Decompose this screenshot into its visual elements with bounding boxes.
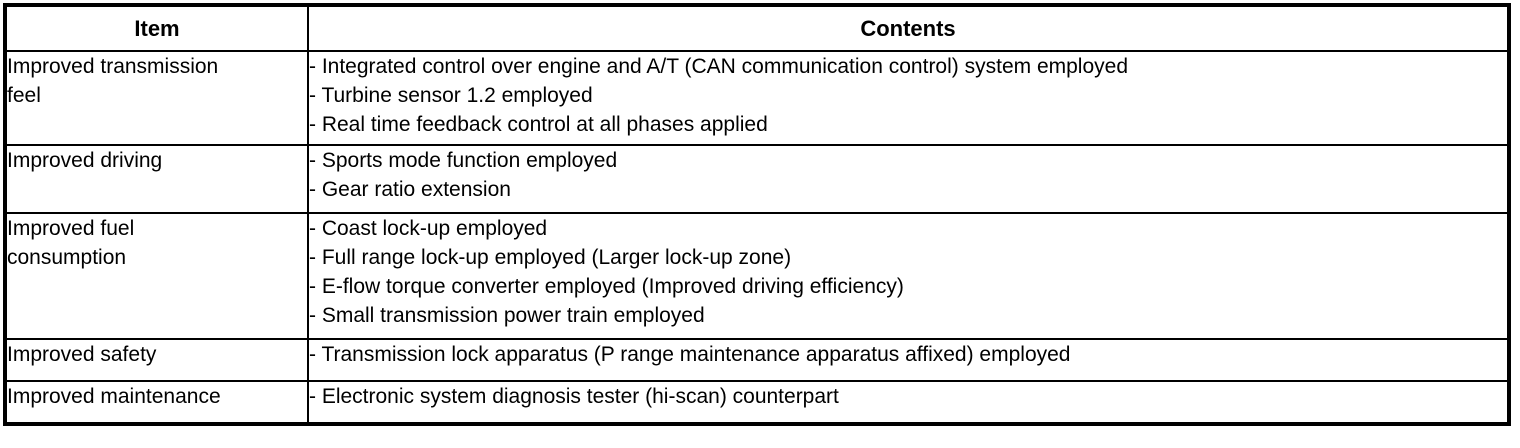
table-row: Improved driving - Sports mode function … (4, 144, 1510, 214)
contents-line: - E-flow torque converter employed (Impr… (309, 275, 904, 298)
table-row: Improved fuel consumption - Coast lock-u… (4, 212, 1510, 340)
contents-line: - Gear ratio extension (309, 178, 511, 201)
item-cell: Improved fuel consumption (4, 212, 309, 340)
item-line: feel (7, 84, 41, 107)
spec-table-container: Item Contents Improved transmission feel… (3, 3, 1511, 442)
contents-line: - Coast lock-up employed (309, 217, 548, 240)
contents-cell: - Integrated control over engine and A/T… (307, 50, 1510, 146)
item-cell: Improved driving (4, 144, 309, 214)
item-line: Improved safety (7, 343, 157, 366)
item-line: Improved driving (7, 149, 163, 172)
contents-line: - Real time feedback control at all phas… (309, 113, 768, 136)
table-header: Item Contents (4, 4, 1510, 52)
contents-line: - Electronic system diagnosis tester (hi… (309, 385, 839, 408)
contents-cell: - Sports mode function employed - Gear r… (307, 144, 1510, 214)
contents-line: - Integrated control over engine and A/T… (309, 55, 1128, 78)
item-line: Improved fuel (7, 217, 135, 240)
table-row: Improved transmission feel - Integrated … (4, 50, 1510, 146)
column-header-contents: Contents (307, 4, 1510, 52)
contents-line: - Transmission lock apparatus (P range m… (309, 343, 1071, 366)
contents-line: - Full range lock-up employed (Larger lo… (309, 246, 792, 269)
contents-cell: - Transmission lock apparatus (P range m… (307, 338, 1510, 382)
contents-cell: - Electronic system diagnosis tester (hi… (307, 380, 1510, 425)
table-header-row: Item Contents (4, 4, 1510, 52)
item-line: Improved maintenance (7, 385, 221, 408)
item-line: Improved transmission (7, 55, 219, 78)
table-row: Improved maintenance - Electronic system… (4, 380, 1510, 425)
contents-line: - Turbine sensor 1.2 employed (309, 84, 593, 107)
item-cell: Improved transmission feel (4, 50, 309, 146)
item-cell: Improved safety (4, 338, 309, 382)
item-line: consumption (7, 246, 127, 269)
contents-line: - Sports mode function employed (309, 149, 618, 172)
item-cell: Improved maintenance (4, 380, 309, 425)
table-row: Improved safety - Transmission lock appa… (4, 338, 1510, 382)
table-body: Improved transmission feel - Integrated … (4, 50, 1510, 425)
contents-cell: - Coast lock-up employed - Full range lo… (307, 212, 1510, 340)
transmission-improvements-table: Item Contents Improved transmission feel… (3, 3, 1511, 426)
contents-line: - Small transmission power train employe… (309, 304, 705, 327)
column-header-item: Item (4, 4, 309, 52)
